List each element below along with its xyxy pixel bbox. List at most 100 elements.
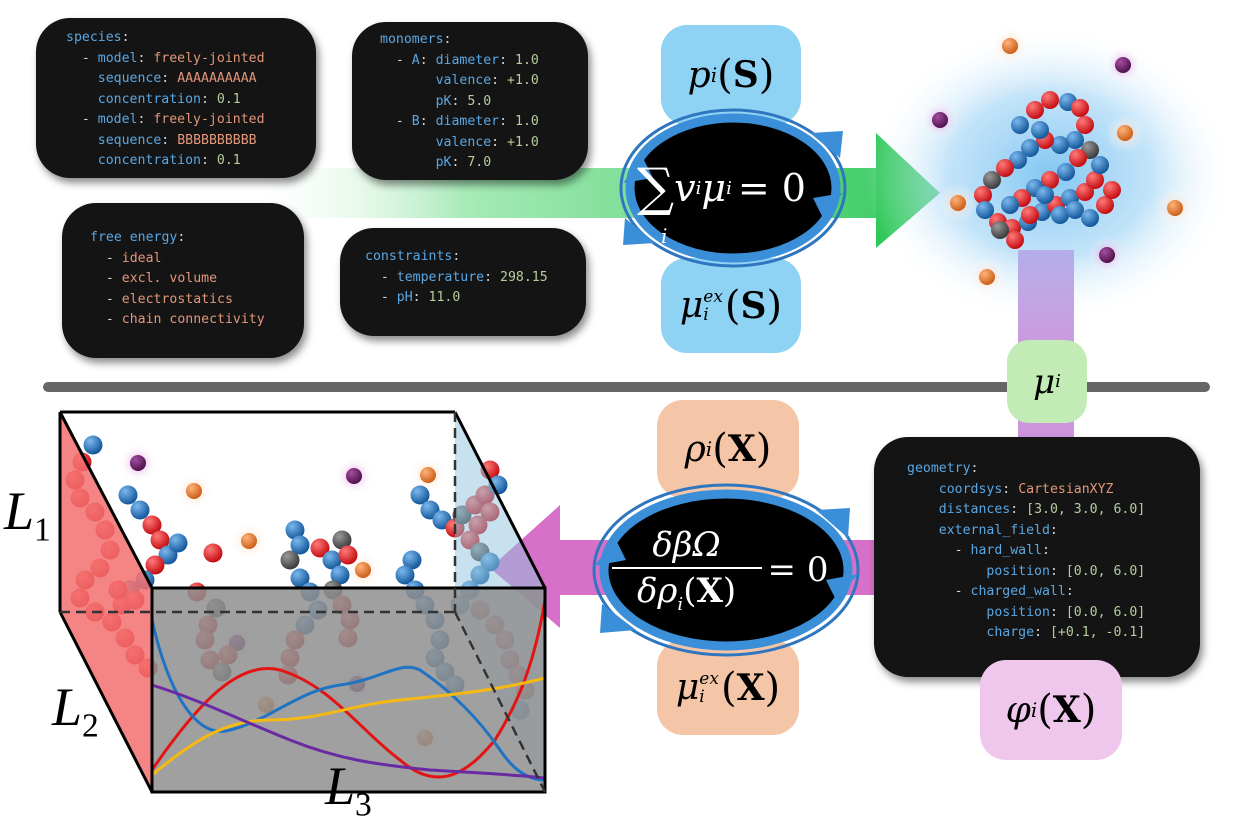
code-line: pK: 5.0 <box>380 92 588 113</box>
code-line: - temperature: 298.15 <box>365 268 586 289</box>
fraction-equals-zero: = 0 <box>767 550 829 590</box>
code-token <box>380 135 436 150</box>
code-token: +1.0 <box>507 134 539 150</box>
code-token: : <box>161 132 178 148</box>
code-token: : <box>970 461 979 476</box>
code-token <box>380 155 436 170</box>
label-L2: L2 <box>52 676 99 746</box>
free-energy-config-box: free energy: - ideal - excl. volume - el… <box>62 203 304 358</box>
code-line: valence: +1.0 <box>380 71 588 92</box>
sum-index: i <box>661 224 668 248</box>
code-token: : <box>1065 584 1074 599</box>
code-token: : <box>1034 625 1050 640</box>
code-token: BBBBBBBBBB <box>177 132 257 148</box>
code-token: : <box>1049 522 1058 538</box>
p-rparen: ) <box>758 52 775 98</box>
code-line: free energy: <box>90 228 304 249</box>
code-token: valence <box>435 134 492 150</box>
code-line: - model: freely-jointed <box>66 49 316 70</box>
code-line: constraints: <box>365 247 586 268</box>
section-divider <box>43 382 1210 392</box>
code-token: [0.0, 6.0] <box>1065 563 1146 579</box>
sum-sign: ∑i <box>637 162 674 248</box>
mu-ex-symbol: μ <box>679 285 704 326</box>
code-token: diameter <box>435 114 500 129</box>
label-L2-sub: 2 <box>82 707 99 745</box>
code-token <box>907 523 939 538</box>
code-token: [3.0, 3.0, 6.0] <box>1026 502 1146 517</box>
code-token: charged_wall <box>970 584 1066 599</box>
nu-subscript: i <box>695 177 702 199</box>
code-token: sequence <box>97 71 162 86</box>
label-L3-sub: 3 <box>355 786 372 824</box>
mu-ex-superscript: ex <box>703 286 723 307</box>
phi-symbol: φ <box>1005 689 1031 731</box>
box-left-face <box>60 412 152 792</box>
code-line: species: <box>66 28 316 49</box>
code-token: : <box>1042 543 1050 558</box>
code-token <box>380 94 436 109</box>
code-line: concentration: 0.1 <box>66 151 316 172</box>
code-token: 0.1 <box>216 153 241 168</box>
label-L1: L1 <box>4 480 51 550</box>
mu-i-subscript: i <box>1055 371 1061 392</box>
code-token: : <box>1010 502 1027 517</box>
code-token <box>380 73 436 88</box>
code-token: concentration <box>97 153 201 168</box>
code-token: external_field <box>938 522 1050 538</box>
code-token: valence <box>435 73 492 88</box>
code-token: excl. volume <box>121 271 218 286</box>
code-token: : <box>451 155 468 170</box>
fraction-numerator: δβΩ <box>652 525 721 566</box>
monomers-config-box: monomers: - A: diameter: 1.0 valence: +1… <box>352 22 588 180</box>
code-token: 5.0 <box>467 93 492 109</box>
code-line: - ideal <box>90 249 304 270</box>
code-line: - model: freely-jointed <box>66 110 316 131</box>
code-line: external_field: <box>907 521 1200 542</box>
code-token: : <box>161 71 178 86</box>
code-token: distances <box>938 502 1011 517</box>
code-token: : <box>419 52 436 68</box>
code-token <box>66 153 98 168</box>
code-token: - <box>380 52 412 68</box>
functional-derivative-equation: δβΩ δρi(X) = 0 <box>600 510 840 630</box>
code-token: +1.0 <box>507 73 539 88</box>
equals-zero: = 0 <box>737 166 806 210</box>
rho-argument: X <box>727 428 756 470</box>
code-token: - <box>90 312 122 327</box>
species-config-box: species: - model: freely-jointed sequenc… <box>36 18 316 178</box>
code-token: constraints <box>365 249 453 264</box>
code-token <box>907 625 986 640</box>
code-token: chain connectivity <box>121 312 265 327</box>
mu-ex-x-rparen: ) <box>764 664 781 711</box>
code-line: concentration: 0.1 <box>66 90 316 111</box>
label-L3-letter: L <box>325 756 356 816</box>
rho-symbol: ρ <box>684 428 706 470</box>
code-token: pH <box>396 290 413 305</box>
code-line: position: [0.0, 6.0] <box>907 562 1200 583</box>
code-token: : <box>499 114 516 129</box>
code-token: sequence <box>97 132 162 148</box>
code-token: - <box>90 291 122 307</box>
code-line: - chain connectivity <box>90 310 304 331</box>
mu-ex-lparen: ( <box>724 282 741 329</box>
code-token <box>66 92 98 107</box>
den-rho: δρ <box>636 571 678 612</box>
simulation-box <box>58 410 547 794</box>
mu-i-symbol: μ <box>1033 361 1056 402</box>
constraints-config-box: constraints: - temperature: 298.15 - pH:… <box>340 228 586 336</box>
code-line: - excl. volume <box>90 269 304 290</box>
code-token: - <box>365 269 397 285</box>
fraction-denominator: δρi(X) <box>636 571 737 615</box>
code-token: 11.0 <box>428 290 461 305</box>
code-token <box>66 133 98 148</box>
code-token: geometry <box>907 461 971 476</box>
mu-symbol: μ <box>701 166 727 210</box>
rho-rparen: ) <box>755 426 772 472</box>
code-token: model <box>97 112 138 127</box>
code-token: position <box>986 604 1050 620</box>
code-token: temperature <box>396 269 485 285</box>
